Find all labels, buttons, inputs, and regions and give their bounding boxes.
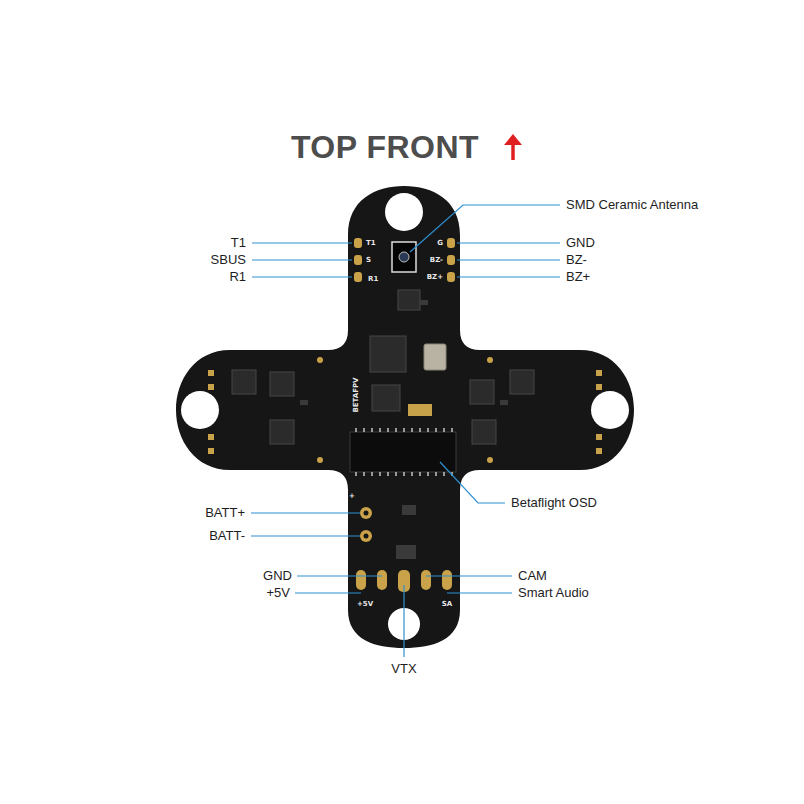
silkscreen-text: SA [442,600,452,608]
smd-part [408,404,432,416]
silkscreen-text: BZ+ [427,273,443,281]
pin-label: BATT- [209,529,245,544]
motor-pads [208,357,602,463]
silkscreen-text: G [437,239,443,247]
pin-label: R1 [229,270,246,285]
crystal [424,344,446,370]
silkscreen-text: S [366,256,371,264]
front-arrow [504,134,522,160]
pin-label: CAM [518,569,547,584]
title: TOP FRONT [291,129,479,166]
silkscreen-text: BETAFPV [352,377,360,412]
leader-lines [251,205,560,657]
silkscreen-text: BZ- [430,256,443,264]
silkscreen-text: +5V [357,600,373,608]
pin-label: T1 [231,236,246,251]
silkscreen-text: + [349,492,355,500]
pin-label: +5V [267,586,291,601]
pin-label: SBUS [211,253,246,268]
silkscreen-text: T1 [366,239,376,247]
pin-label: BATT+ [205,506,245,521]
silkscreen-text: R1 [368,275,378,283]
pin-label: Smart Audio [518,586,589,601]
solder-pads [354,238,455,592]
callout-label: SMD Ceramic Antenna [566,198,698,213]
pin-label: BZ+ [566,270,590,285]
small-components [300,300,508,559]
callout-label: Betaflight OSD [511,496,597,511]
pin-label: GND [566,236,595,251]
ceramic-antenna [392,242,416,272]
pin-label: BZ- [566,253,587,268]
pin-label: VTX [391,662,416,677]
osd-chip [350,428,456,476]
mounting-holes [181,193,629,640]
pin-label: GND [263,569,292,584]
esc-chips [232,290,534,444]
flight-controller-board [176,186,634,648]
